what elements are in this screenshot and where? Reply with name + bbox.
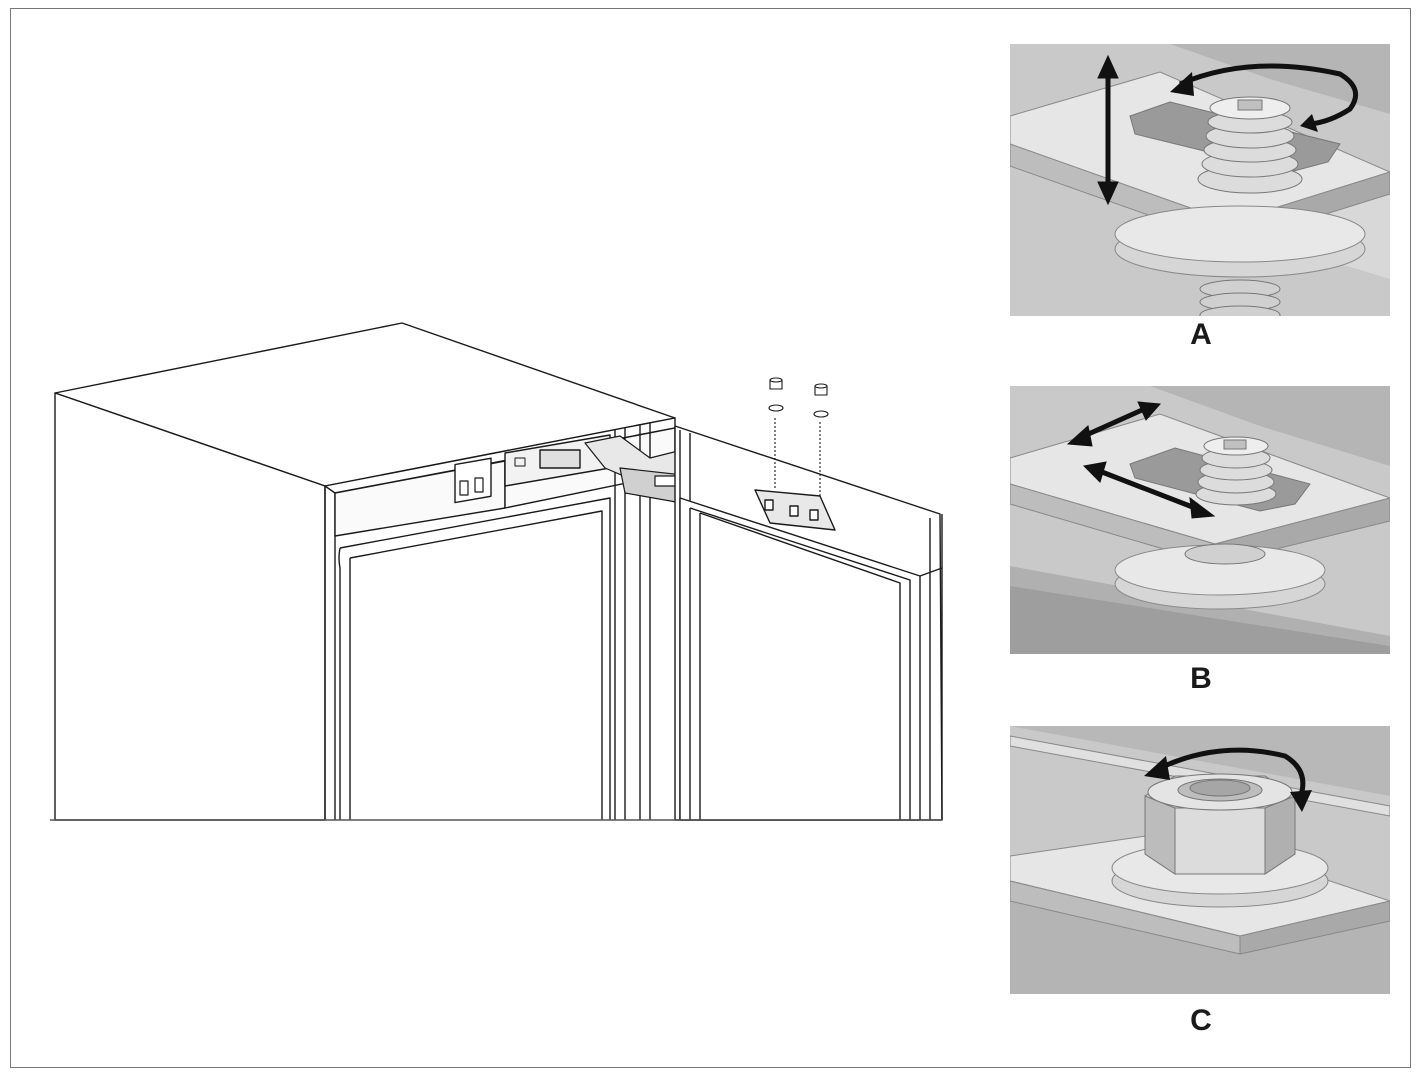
- detail-panel-a: [1010, 44, 1390, 316]
- nuts-washers: [768, 377, 829, 498]
- detail-panel-b: [1010, 386, 1390, 654]
- open-door: [674, 425, 943, 821]
- figure-frame: [10, 8, 1411, 1068]
- fridge-hinge-illustration: [50, 318, 950, 824]
- panel-label-a: A: [1190, 318, 1212, 351]
- panel-label-c: C: [1190, 1004, 1212, 1037]
- panel-label-b: B: [1190, 662, 1212, 695]
- detail-panel-c: [1010, 726, 1390, 994]
